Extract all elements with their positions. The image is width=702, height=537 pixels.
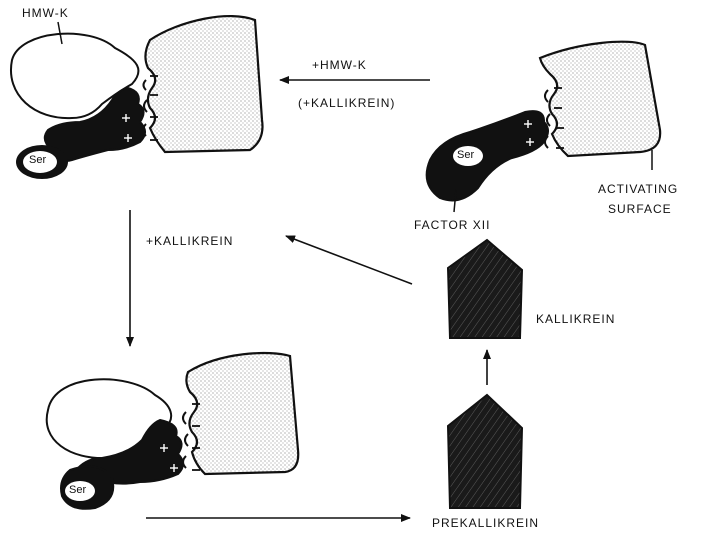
activating-surface-top-left (145, 16, 262, 152)
plus-kallikrein-paren-label: (+KALLIKREIN) (298, 96, 395, 110)
activating-surface-bottom-left (186, 353, 298, 474)
prekallikrein-label: PREKALLIKREIN (432, 516, 539, 530)
activating-surface-label-line2: SURFACE (608, 202, 672, 216)
serine-label-bottom-left: Ser (69, 484, 86, 496)
factor-xii-label: FACTOR XII (414, 218, 490, 232)
complex-top-left (11, 16, 263, 179)
prekallikrein-shape (448, 395, 522, 508)
arrow-kallikrein-feedback (286, 236, 412, 284)
activating-surface-label-line1: ACTIVATING (598, 182, 678, 196)
plus-hmwk-label: +HMW-K (312, 58, 367, 72)
kallikrein-label: KALLIKREIN (536, 312, 615, 326)
serine-label-top-left: Ser (29, 154, 46, 166)
activating-surface-top-right (540, 42, 660, 156)
kallikrein-shape (448, 240, 522, 338)
hmwk-label-top: HMW-K (22, 6, 69, 20)
serine-label-top-right: Ser (457, 149, 474, 161)
plus-kallikrein-label: +KALLIKREIN (146, 234, 233, 248)
